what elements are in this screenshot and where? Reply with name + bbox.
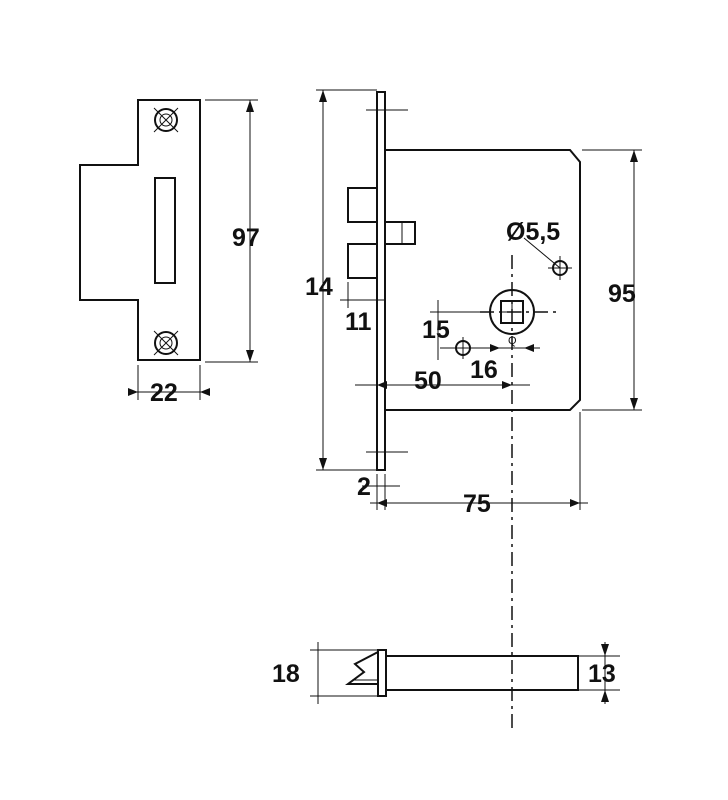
dim-label-75: 75	[463, 490, 491, 518]
dim-striker-width	[128, 365, 210, 400]
faceplate	[376, 91, 386, 471]
dim-label-13: 13	[588, 660, 616, 688]
dim-label-15: 15	[422, 316, 450, 344]
dim-label-16: 16	[470, 356, 498, 384]
dim-spindle-16	[440, 344, 540, 352]
dim-case-height	[582, 149, 642, 411]
latch-slot	[154, 177, 176, 284]
latch-bolt	[347, 187, 378, 223]
dim-label-diameter: Ø5,5	[506, 218, 560, 246]
dim-side-thickness	[578, 642, 620, 704]
striker-plate: 97 22	[79, 99, 260, 407]
bolt-tail	[384, 221, 416, 245]
dim-striker-height	[205, 99, 258, 363]
dim-hole-offset-15	[430, 300, 480, 360]
dim-label-14: 14	[305, 273, 333, 301]
top-screw-hole	[153, 107, 179, 133]
dim-label-18: 18	[272, 660, 300, 688]
dim-label-11: 11	[345, 308, 372, 336]
dim-label-50: 50	[414, 367, 442, 395]
lock-body-front-view: Q Ø5,5 14	[305, 89, 642, 730]
dim-side-height	[310, 642, 378, 704]
fixing-hole-right	[523, 237, 572, 280]
dim-case-depth	[370, 412, 588, 510]
lock-side-view: 18 13	[272, 642, 620, 704]
dim-backset-50	[355, 381, 530, 389]
dim-label-22: 22	[150, 379, 178, 407]
bottom-screw-hole	[153, 330, 179, 356]
dim-label-95: 95	[608, 280, 636, 308]
dim-label-97: 97	[232, 224, 260, 252]
dim-bolt	[340, 282, 385, 308]
dim-label-2: 2	[357, 473, 371, 501]
dim-faceplate-height	[316, 89, 377, 471]
dead-bolt	[347, 243, 378, 279]
